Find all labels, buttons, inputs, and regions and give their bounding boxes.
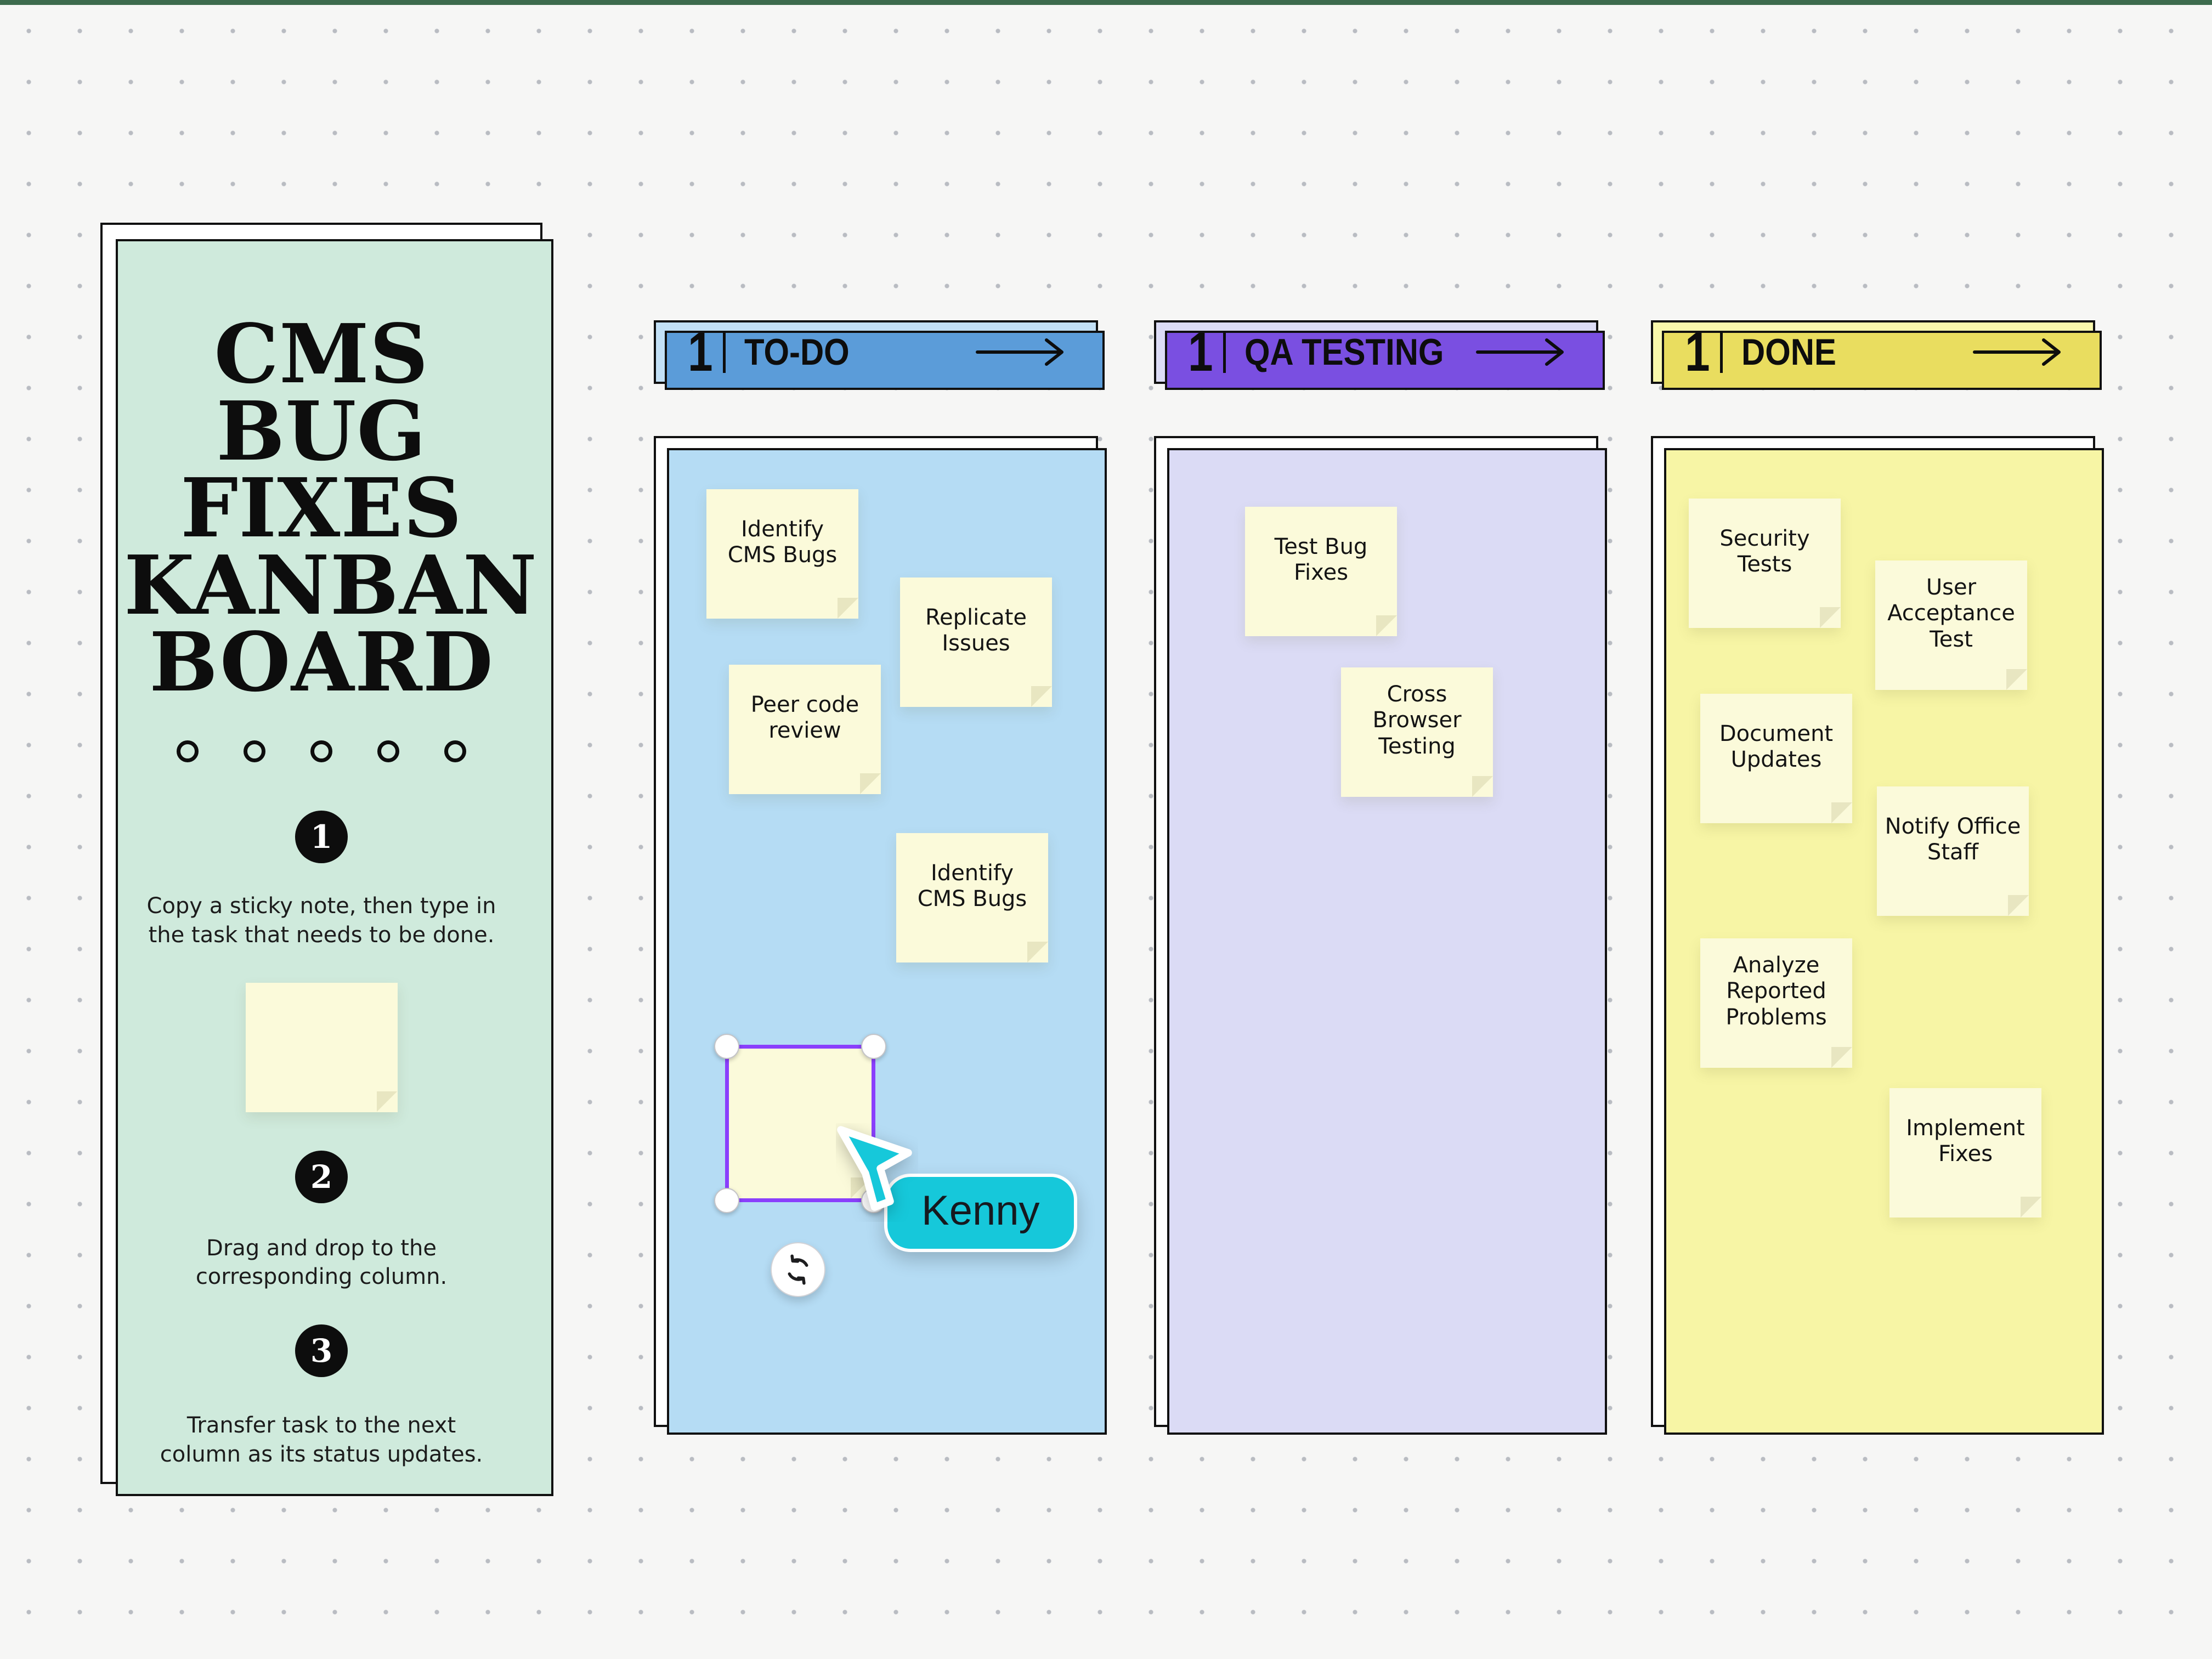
column-count: 1 xyxy=(1188,321,1213,383)
sticky-note[interactable]: Test Bug Fixes xyxy=(1245,507,1397,636)
instruction-step-3: 3 Transfer task to the next column as it… xyxy=(146,1292,497,1469)
sticky-note[interactable]: Analyze Reported Problems xyxy=(1700,938,1852,1068)
sticky-note-text: Test Bug Fixes xyxy=(1274,534,1368,585)
rotate-button[interactable] xyxy=(771,1242,825,1297)
sticky-fold-corner xyxy=(1031,686,1052,707)
sticky-note-text: User Acceptance Test xyxy=(1887,575,2015,652)
sticky-note[interactable]: Identify CMS Bugs xyxy=(896,833,1048,962)
circle-icon xyxy=(177,740,199,762)
sticky-fold-corner xyxy=(2006,669,2027,690)
sticky-note[interactable]: Replicate Issues xyxy=(900,577,1052,707)
sticky-fold-corner xyxy=(2021,1197,2041,1218)
sticky-fold-corner xyxy=(1472,776,1493,797)
circle-icon xyxy=(444,740,466,762)
collaborator-name-badge: Kenny xyxy=(884,1174,1077,1252)
column-title: TO-DO xyxy=(744,331,850,373)
sticky-note-text: Identify CMS Bugs xyxy=(917,860,1027,911)
sticky-fold-corner xyxy=(1831,1047,1852,1068)
sticky-note-text: Notify Office Staff xyxy=(1885,813,2021,865)
circle-icon xyxy=(377,740,399,762)
step-number-badge: 2 xyxy=(295,1150,348,1203)
selection-handle-top-right[interactable] xyxy=(861,1034,886,1059)
decoration-circles xyxy=(177,740,466,762)
selection-handle-bottom-left[interactable] xyxy=(714,1188,739,1213)
column-count: 1 xyxy=(1685,321,1710,383)
rotate-icon xyxy=(788,1254,808,1285)
sticky-note-text: Security Tests xyxy=(1719,525,1810,577)
header-divider xyxy=(1719,331,1723,373)
column-title: QA TESTING xyxy=(1244,331,1444,373)
step-text: Drag and drop to the corresponding colum… xyxy=(195,1235,448,1290)
page-title: CMS Bug Fixes Kanban Board xyxy=(124,306,538,710)
instruction-step-2: 2 Drag and drop to the corresponding col… xyxy=(146,1112,497,1292)
sticky-fold-corner xyxy=(376,1091,398,1112)
instruction-step-1: 1 Copy a sticky note, then type in the t… xyxy=(146,762,497,950)
circle-icon xyxy=(244,740,265,762)
column-header-to-do[interactable]: 1 TO-DO xyxy=(654,320,1105,390)
cursor-icon xyxy=(837,1126,912,1211)
sticky-note[interactable]: Identify CMS Bugs xyxy=(706,489,858,619)
step-text: Transfer task to the next column as its … xyxy=(160,1413,483,1467)
header-divider xyxy=(722,331,726,373)
step-text: Copy a sticky note, then type in the tas… xyxy=(146,893,496,948)
selection-handle-top-left[interactable] xyxy=(714,1034,739,1059)
sticky-note-text: Replicate Issues xyxy=(925,604,1027,656)
sticky-fold-corner xyxy=(1820,607,1841,628)
sticky-note-text: Peer code review xyxy=(750,692,859,743)
sticky-note[interactable]: Cross Browser Testing xyxy=(1341,667,1493,797)
column-header-shadow xyxy=(1165,331,1605,390)
circle-icon xyxy=(310,740,332,762)
arrow-right-icon xyxy=(1973,338,2061,366)
sticky-fold-corner xyxy=(860,773,881,794)
header-divider xyxy=(1223,331,1226,373)
column-header-shadow xyxy=(1662,331,2102,390)
step-number-badge: 1 xyxy=(295,810,348,863)
sticky-note-text: Implement Fixes xyxy=(1906,1115,2025,1167)
sticky-note-text: Analyze Reported Problems xyxy=(1726,953,1827,1030)
arrow-right-icon xyxy=(976,338,1063,366)
blank-sticky-note[interactable] xyxy=(729,1049,872,1198)
sticky-note-text: Cross Browser Testing xyxy=(1372,682,1462,759)
sticky-note-text: Identify CMS Bugs xyxy=(727,516,838,568)
sticky-fold-corner xyxy=(2008,895,2029,916)
collaborator-cursor xyxy=(836,1123,918,1225)
selected-sticky-note[interactable] xyxy=(714,1034,886,1213)
sticky-fold-corner xyxy=(1831,802,1852,823)
sticky-note-text: Document Updates xyxy=(1719,721,1834,772)
sticky-fold-corner xyxy=(1027,942,1048,962)
sticky-note[interactable]: Security Tests xyxy=(1689,499,1841,628)
column-count: 1 xyxy=(688,321,713,383)
instructions-card: CMS Bug Fixes Kanban Board 1 Copy a stic… xyxy=(100,223,553,1496)
column-title: DONE xyxy=(1741,331,1836,373)
sticky-note[interactable]: Peer code review xyxy=(729,665,881,794)
sticky-note[interactable]: Notify Office Staff xyxy=(1877,786,2029,916)
sample-sticky-note[interactable] xyxy=(245,982,398,1112)
sticky-fold-corner xyxy=(838,598,858,619)
column-header-qa-testing[interactable]: 1 QA TESTING xyxy=(1154,320,1605,390)
top-toolbar-strip xyxy=(0,0,2212,5)
sticky-fold-corner xyxy=(1376,615,1397,636)
column-header-done[interactable]: 1 DONE xyxy=(1651,320,2102,390)
column-header-shadow xyxy=(665,331,1105,390)
sticky-note[interactable]: User Acceptance Test xyxy=(1875,560,2027,690)
instructions-card-shadow xyxy=(116,239,553,1496)
sticky-note[interactable]: Document Updates xyxy=(1700,694,1852,823)
sticky-note[interactable]: Implement Fixes xyxy=(1889,1088,2041,1218)
arrow-right-icon xyxy=(1476,338,1564,366)
step-number-badge: 3 xyxy=(295,1324,348,1378)
